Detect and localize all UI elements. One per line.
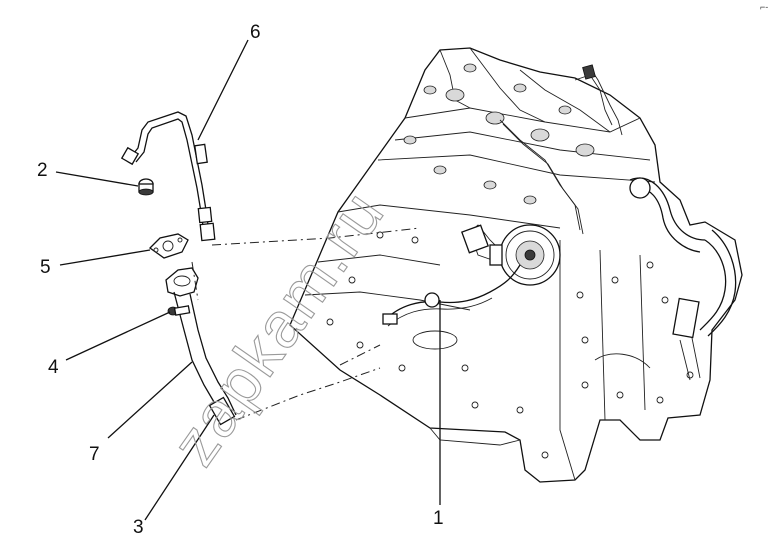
bolt xyxy=(167,305,191,316)
callout-6: 6 xyxy=(250,22,261,43)
callout-5: 5 xyxy=(40,257,51,278)
callout-4: 4 xyxy=(48,357,59,378)
pipe-assembly xyxy=(120,111,216,242)
alignment-line-tube xyxy=(235,367,381,421)
corner-mark: ⌐- xyxy=(760,2,768,12)
head-bosses xyxy=(403,63,595,205)
callout-3: 3 xyxy=(133,517,144,538)
callout-1: 1 xyxy=(433,508,444,529)
right-hoses xyxy=(629,177,737,381)
fuel-pump-gear xyxy=(461,224,561,286)
filler-tube xyxy=(165,267,237,426)
block-bolt-holes xyxy=(326,231,694,459)
alignment-line-block xyxy=(339,344,381,366)
alignment-line-gasket xyxy=(191,261,199,301)
gasket xyxy=(148,233,189,259)
fitting xyxy=(138,178,154,196)
callout-7: 7 xyxy=(89,444,100,465)
alignment-line-pipe xyxy=(211,227,421,246)
engine-block xyxy=(289,47,743,483)
leader-lines xyxy=(55,39,441,521)
callout-2: 2 xyxy=(37,160,48,181)
